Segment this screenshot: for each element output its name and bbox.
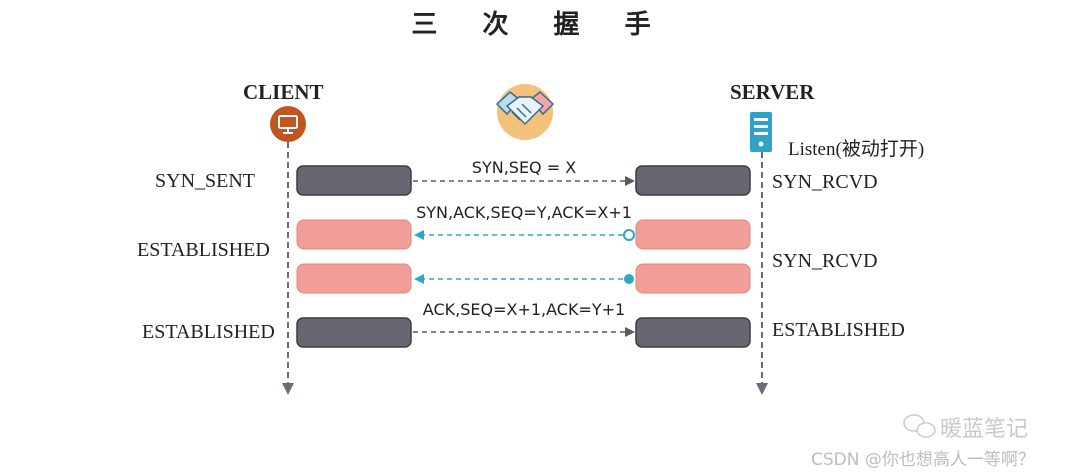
client-state-established-1: ESTABLISHED	[137, 239, 270, 261]
server-label: SERVER	[730, 80, 815, 104]
handshake-icon	[495, 84, 555, 140]
client-state-syn-sent: SYN_SENT	[155, 170, 256, 192]
watermark-credit: CSDN @你也想高人一等啊？	[811, 450, 1035, 470]
monitor-icon	[270, 106, 306, 142]
server-state-syn-rcvd-1: SYN_RCVD	[772, 171, 878, 193]
server-box-3	[635, 263, 751, 294]
server-state-established: ESTABLISHED	[772, 319, 905, 341]
server-box-2	[635, 219, 751, 250]
client-timeline-arrowhead	[282, 383, 294, 395]
server-state-syn-rcvd-2: SYN_RCVD	[772, 250, 878, 272]
server-listen-label: Listen(被动打开)	[788, 139, 925, 160]
message-syn-ack-label: SYN,ACK,SEQ=Y,ACK=X+1	[416, 203, 632, 222]
watermark-brand: 暖蓝笔记	[940, 417, 1029, 442]
wechat-icon	[903, 414, 936, 438]
server-box-4	[635, 317, 751, 348]
client-label: CLIENT	[243, 80, 324, 104]
message-ack-label: ACK,SEQ=X+1,ACK=Y+1	[422, 300, 626, 319]
server-box-1	[635, 165, 751, 196]
server-timeline-arrowhead	[756, 383, 768, 395]
client-box-3	[296, 263, 412, 294]
message-syn-label: SYN,SEQ = X	[471, 158, 577, 177]
client-box-4	[296, 317, 412, 348]
client-box-2	[296, 219, 412, 250]
client-box-1	[296, 165, 412, 196]
syn-ack-arrow-origin	[623, 229, 635, 241]
second-server-arrow-origin	[624, 274, 634, 284]
diagram-title: 三 次 握 手	[411, 10, 669, 40]
server-icon	[750, 112, 772, 152]
client-state-established-2: ESTABLISHED	[142, 321, 275, 343]
